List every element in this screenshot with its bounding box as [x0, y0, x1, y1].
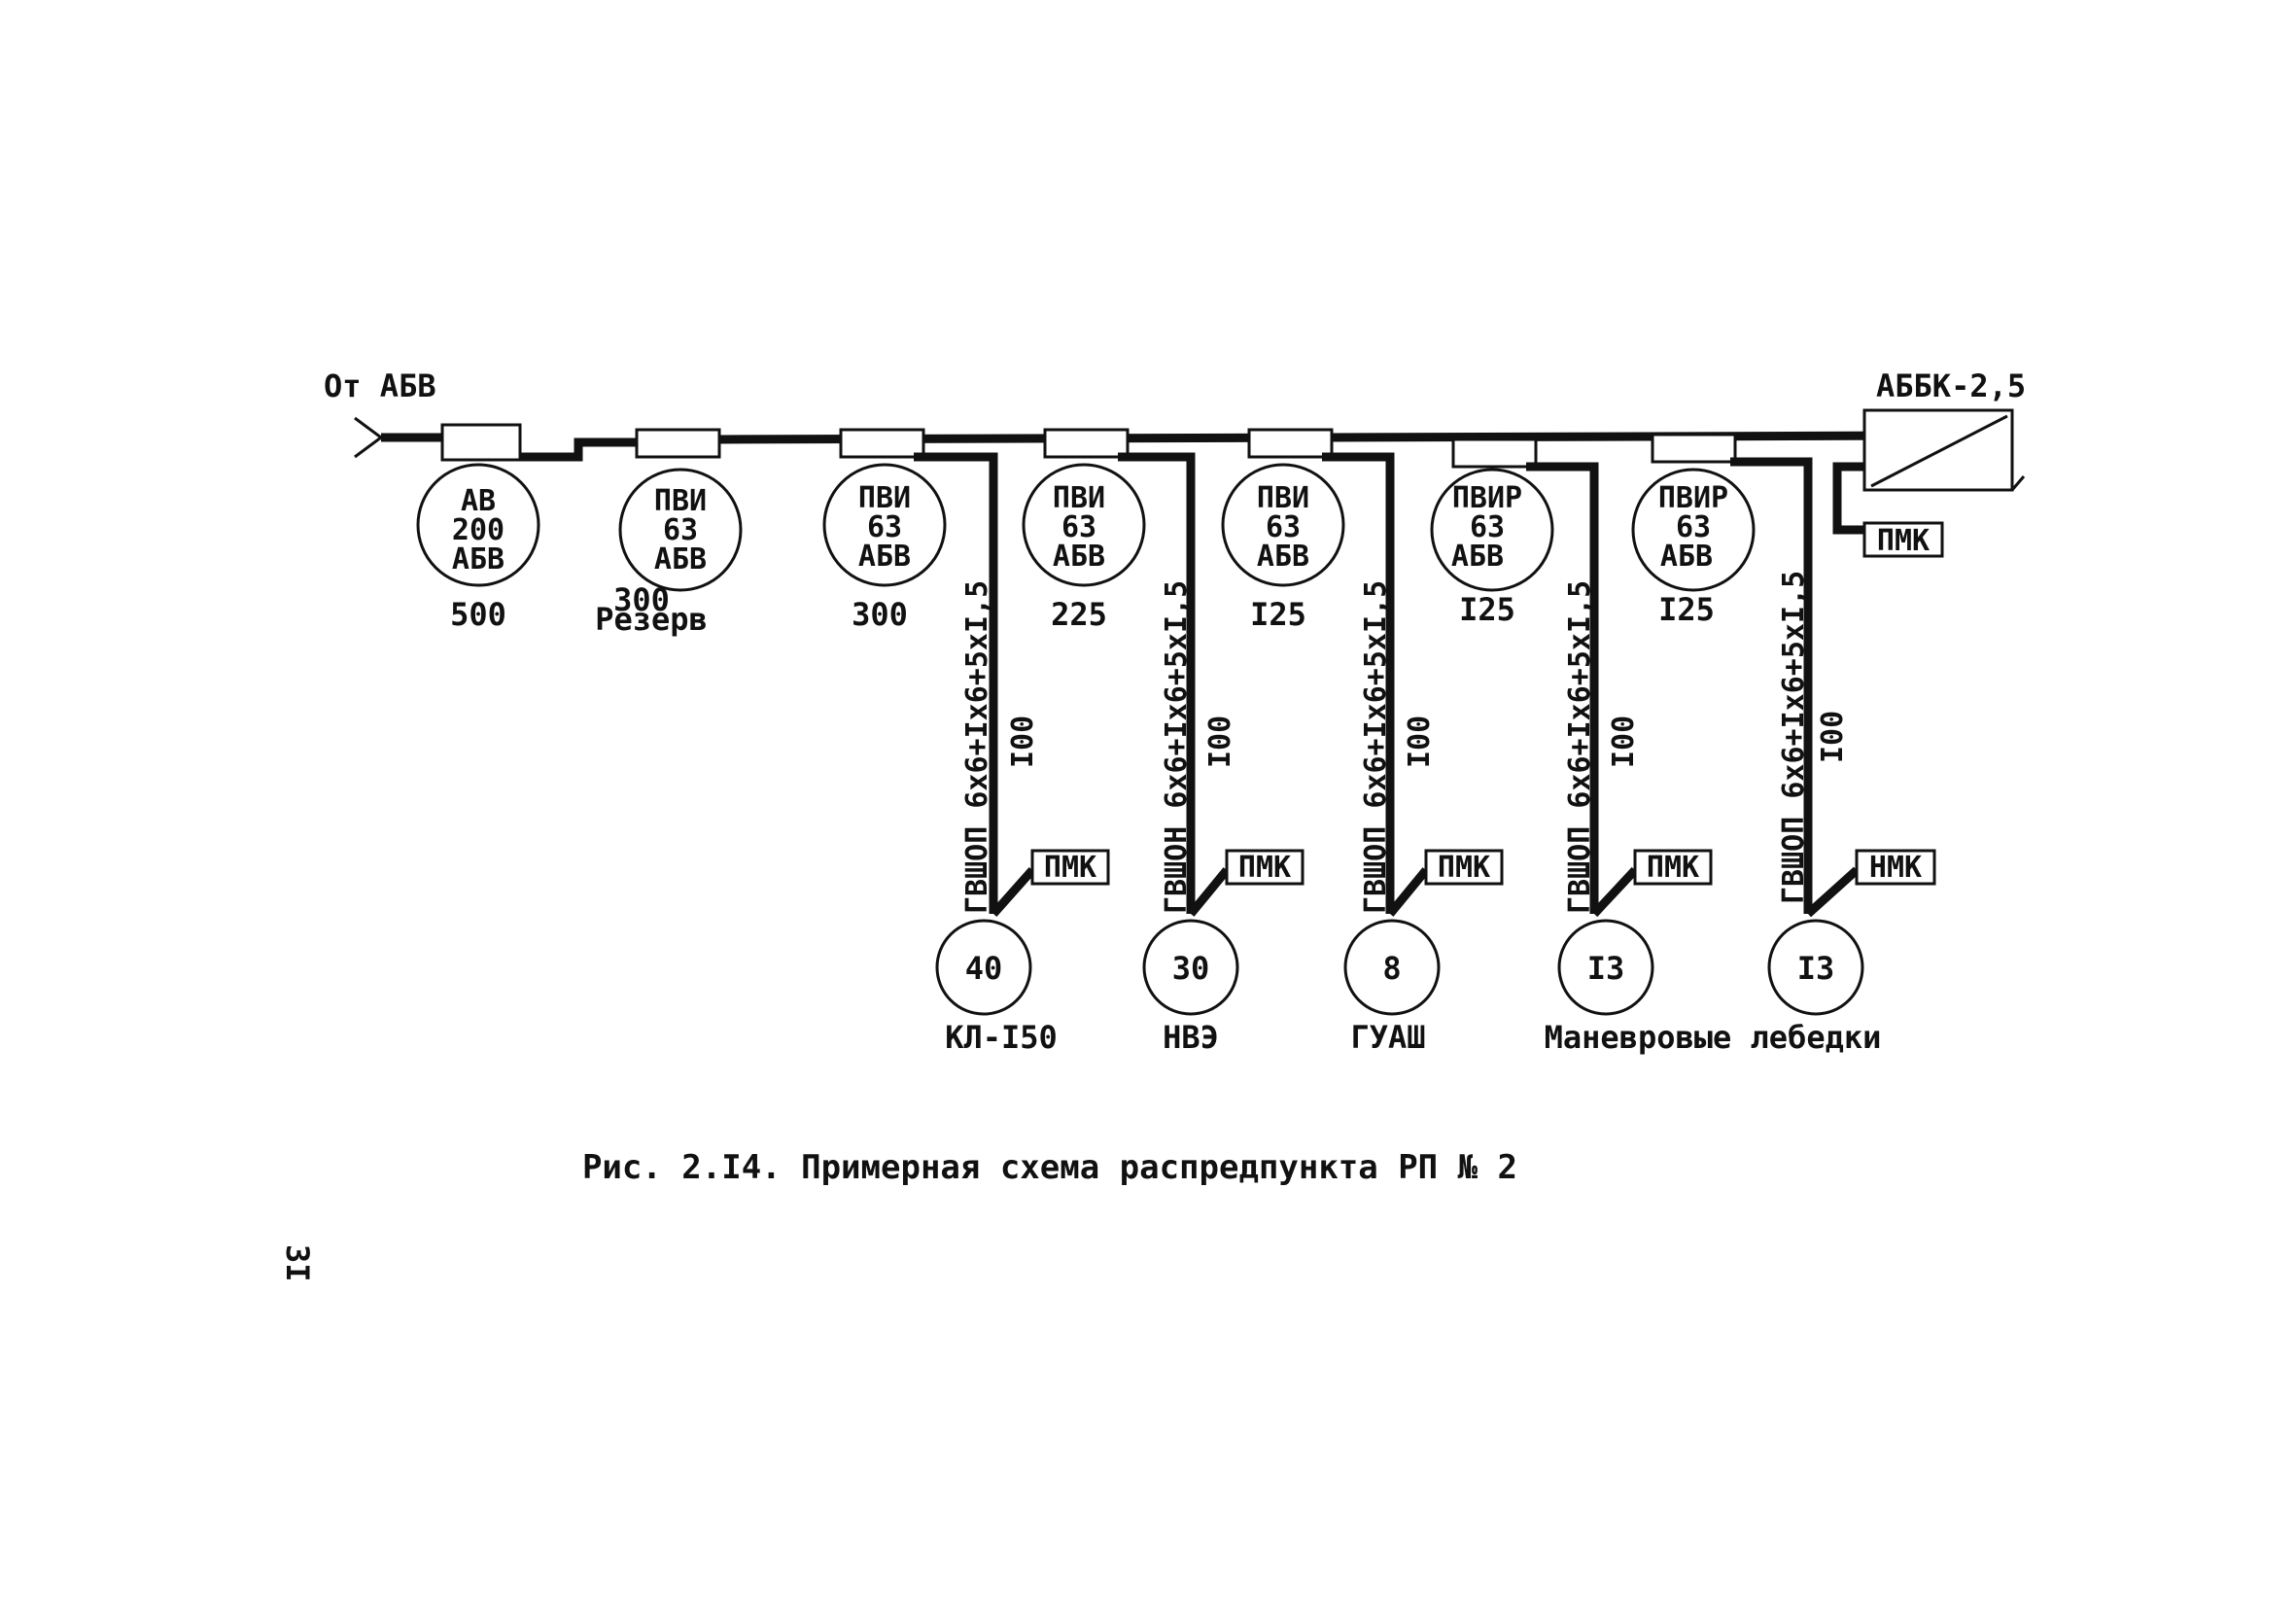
feeder-2-starter: [1225, 849, 1305, 886]
transformer-label: АББК-2,5: [1876, 367, 2026, 404]
feeder-1-length: I00: [1006, 716, 1040, 768]
feeder-1-consumer: КЛ-I50: [945, 1019, 1058, 1056]
feeder-wires: [914, 452, 1813, 914]
feeder-3: ГВШОП 6х6+Iх6+5хI,5 I00 ПМК 8 ГУАШ: [1343, 580, 1504, 1056]
transformer-starter-wire: [1832, 462, 1864, 535]
breaker-6: ПВИР 63 АБВ I25: [1430, 468, 1554, 628]
feeder-3-starter: [1424, 849, 1504, 886]
feeder-2-length: I00: [1203, 716, 1237, 768]
svg-text:АБВ: АБВ: [858, 540, 911, 574]
svg-text:АБВ: АБВ: [452, 542, 504, 577]
svg-text:63: 63: [1266, 510, 1301, 544]
breaker-4: ПВИ 63 АБВ 225: [1022, 463, 1146, 633]
svg-text:63: 63: [663, 513, 698, 547]
feeder-1-starter: [1030, 849, 1110, 886]
feeder-1: ГВШОП 6х6+Iх6+5хI,5 I00 ПМК 40 КЛ-I50: [935, 580, 1110, 1056]
feeder-4-starter: [1633, 849, 1713, 886]
breaker-1: АВ 200 АБВ 500: [416, 463, 540, 633]
svg-text:63: 63: [867, 510, 902, 544]
breaker-2: ПВИ 63 АБВ 300 Резерв: [595, 468, 743, 638]
svg-text:ПМК: ПМК: [1238, 851, 1291, 885]
source-label: От АБВ: [324, 367, 436, 404]
svg-text:63: 63: [1470, 510, 1505, 544]
feeder-3-length: I00: [1403, 716, 1437, 768]
feeder-5: ГВШОП 6х6+Iх6+5хI,5 I00 НМК I3: [1767, 571, 1936, 1016]
feeder-4: ГВШОП 6х6+Iх6+5хI,5 I00 ПМК I3: [1557, 580, 1713, 1016]
svg-text:500: 500: [450, 596, 506, 633]
feeder-3-cable: ГВШОП 6х6+Iх6+5хI,5: [1359, 580, 1393, 914]
svg-text:30: 30: [1172, 950, 1210, 987]
bus-fuses: [440, 423, 1737, 469]
svg-text:АБВ: АБВ: [1257, 540, 1309, 574]
page-number: 3I: [279, 1244, 316, 1282]
svg-text:300: 300: [613, 581, 670, 618]
svg-text:ПВИР: ПВИР: [1452, 481, 1522, 515]
svg-text:8: 8: [1382, 950, 1401, 987]
svg-text:ПМК: ПМК: [1438, 851, 1490, 885]
svg-text:63: 63: [1061, 510, 1096, 544]
feeder-5-cable: ГВШОП 6х6+Iх6+5хI,5: [1777, 571, 1811, 904]
svg-text:40: 40: [965, 950, 1003, 987]
svg-text:I25: I25: [1658, 591, 1715, 628]
feeder-4-cable: ГВШОП 6х6+Iх6+5хI,5: [1563, 580, 1597, 914]
feeder-4-length: I00: [1607, 716, 1641, 768]
feeder-2-consumer: НВЭ: [1163, 1019, 1219, 1056]
svg-text:225: 225: [1051, 596, 1107, 633]
incoming-arrow: [354, 416, 384, 459]
feeder-5-length: I00: [1816, 711, 1850, 763]
svg-text:I25: I25: [1250, 596, 1306, 633]
feeder-3-motor: [1343, 919, 1441, 1016]
svg-text:ПВИ: ПВИ: [654, 484, 707, 518]
feeder-2-cable: ГВШОН 6х6+Iх6+5хI,5: [1160, 580, 1194, 914]
svg-text:ПВИ: ПВИ: [1053, 481, 1105, 515]
feeder-1-cable: ГВШОП 6х6+Iх6+5хI,5: [960, 580, 994, 914]
svg-text:ПВИ: ПВИ: [858, 481, 911, 515]
feeder-4-motor: [1557, 919, 1654, 1016]
svg-text:63: 63: [1676, 510, 1711, 544]
svg-text:200: 200: [452, 513, 504, 547]
svg-text:I3: I3: [1587, 950, 1625, 987]
svg-text:300: 300: [852, 596, 908, 633]
svg-text:АБВ: АБВ: [654, 542, 707, 577]
transformer-starter-box: [1862, 521, 1944, 558]
svg-text:ПМК: ПМК: [1647, 851, 1699, 885]
feeder-2-motor: [1142, 919, 1239, 1016]
svg-text:ПМК: ПМК: [1877, 524, 1930, 558]
svg-text:АБВ: АБВ: [1053, 540, 1105, 574]
feeder-3-consumer: ГУАШ: [1350, 1019, 1425, 1056]
svg-text:ПВИР: ПВИР: [1658, 481, 1728, 515]
feeder-5-starter: [1855, 849, 1936, 886]
svg-text:АБВ: АБВ: [1451, 540, 1504, 574]
svg-text:I3: I3: [1797, 950, 1835, 987]
svg-text:Резерв: Резерв: [595, 601, 708, 638]
winches-label: Маневровые лебедки: [1545, 1019, 1882, 1056]
svg-text:ПМК: ПМК: [1044, 851, 1096, 885]
svg-text:АВ: АВ: [461, 484, 496, 518]
breaker-5: ПВИ 63 АБВ I25: [1221, 463, 1345, 633]
feeder-5-motor: [1767, 919, 1864, 1016]
feeder-2: ГВШОН 6х6+Iх6+5хI,5 I00 ПМК 30 НВЭ: [1142, 580, 1305, 1056]
svg-text:I25: I25: [1459, 591, 1515, 628]
breaker-7: ПВИР 63 АБВ I25: [1631, 468, 1756, 628]
transformer: АББК-2,5 ПМК: [1832, 367, 2026, 558]
svg-text:НМК: НМК: [1869, 851, 1922, 885]
feeder-1-motor: [935, 919, 1032, 1016]
breaker-3: ПВИ 63 АБВ 300: [822, 463, 947, 633]
svg-text:АБВ: АБВ: [1660, 540, 1713, 574]
svg-text:ПВИ: ПВИ: [1257, 481, 1309, 515]
figure-caption: Рис. 2.I4. Примерная схема распредпункта…: [582, 1148, 1517, 1187]
